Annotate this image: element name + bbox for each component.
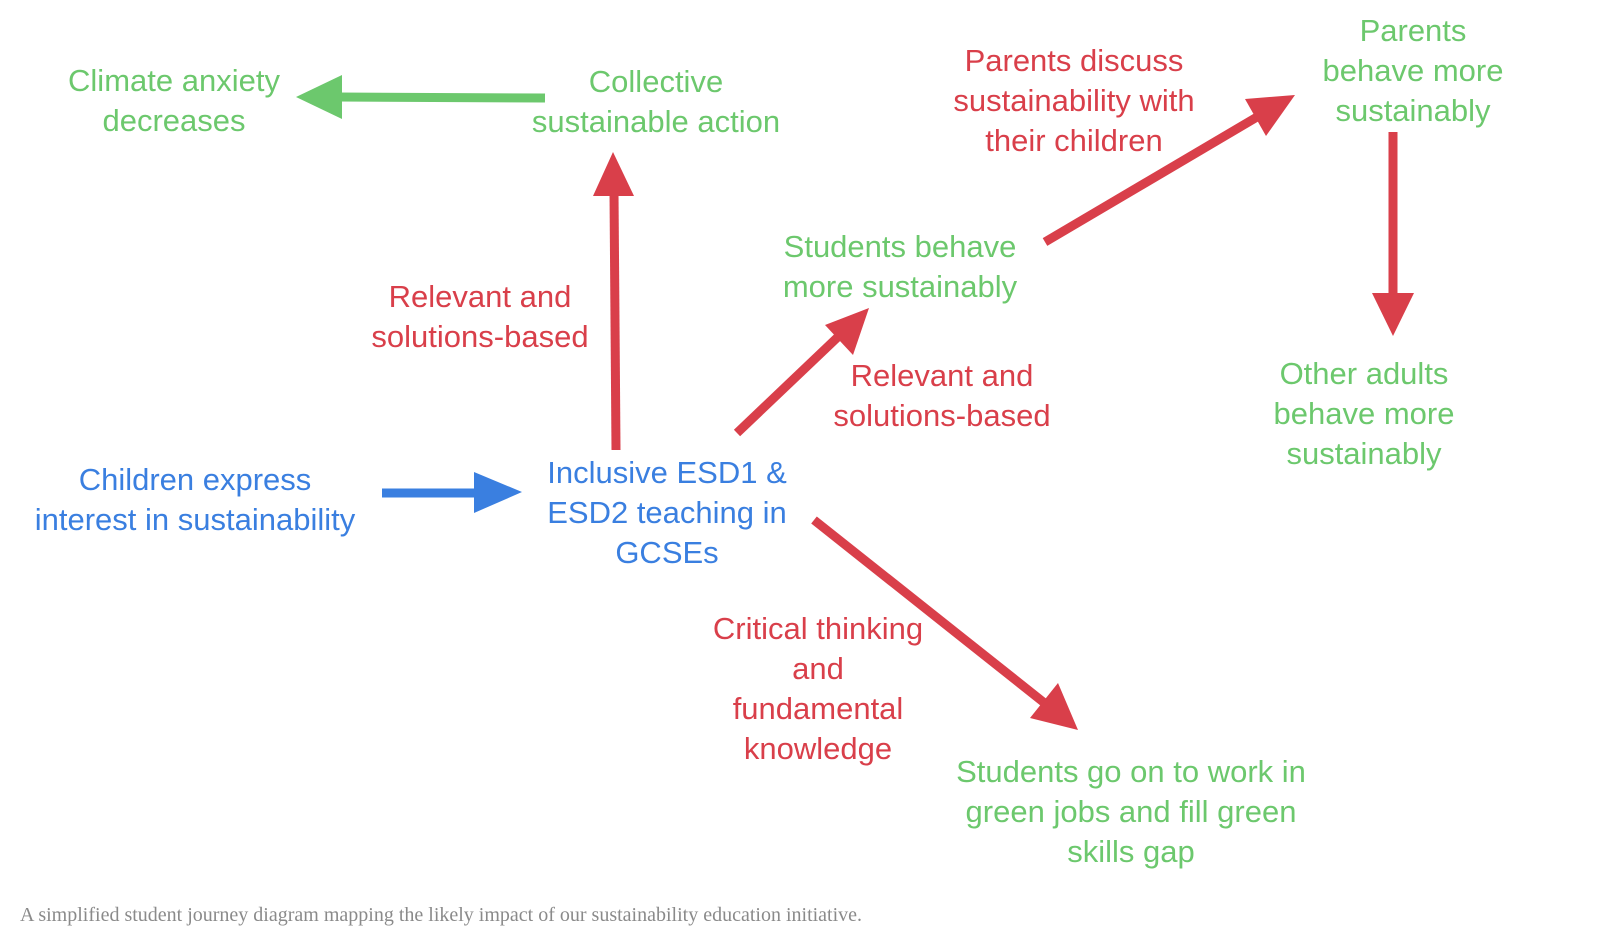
label-relevant-left: Relevant and solutions-based <box>371 279 589 354</box>
node-inclusive-esd: Inclusive ESD1 & ESD2 teaching in GCSEs <box>547 455 787 570</box>
node-green-jobs: Students go on to work in green jobs and… <box>956 754 1306 869</box>
node-climate-anxiety: Climate anxiety decreases <box>68 63 280 138</box>
diagram-caption: A simplified student journey diagram map… <box>20 904 863 926</box>
arrow-parents-to-adults <box>1372 132 1414 336</box>
arrow-esd-to-greenjobs <box>811 516 1078 730</box>
node-collective-action: Collective sustainable action <box>531 64 781 139</box>
arrow-children-to-esd <box>382 472 522 513</box>
label-relevant-right: Relevant and solutions-based <box>833 358 1051 433</box>
node-parents-behave: Parents behave more sustainably <box>1322 13 1504 128</box>
node-children-express: Children express interest in sustainabil… <box>34 462 356 537</box>
node-parents-discuss: Parents discuss sustainability with thei… <box>953 43 1195 158</box>
arrow-esd-to-collective <box>593 152 634 451</box>
arrow-esd-to-students <box>733 308 869 437</box>
arrow-students-to-parents <box>1042 95 1295 246</box>
label-critical-thinking: Critical thinking and fundamental knowle… <box>712 611 924 766</box>
node-students-behave: Students behave more sustainably <box>782 229 1018 304</box>
arrow-collective-to-anxiety <box>296 75 546 119</box>
node-other-adults: Other adults behave more sustainably <box>1273 356 1455 471</box>
